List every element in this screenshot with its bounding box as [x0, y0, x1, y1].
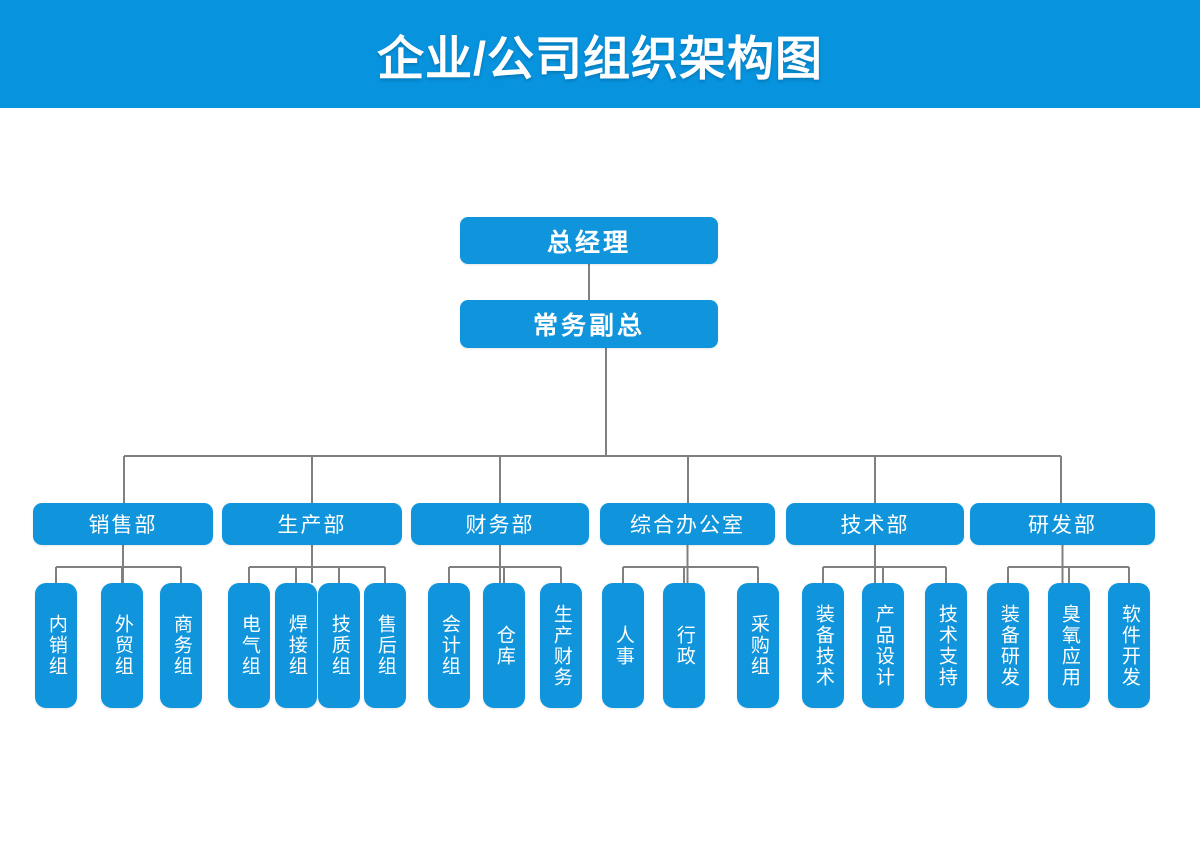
node-sales-foreign[interactable]: 外贸组: [101, 583, 143, 708]
node-tech-support[interactable]: 技术支持: [925, 583, 967, 708]
node-prod-quality-label: 技质组: [328, 614, 350, 677]
node-gm-label: 总经理: [546, 228, 631, 257]
node-off-admin[interactable]: 行政: [663, 583, 705, 708]
node-off-hr[interactable]: 人事: [602, 583, 644, 708]
node-prod-quality[interactable]: 技质组: [318, 583, 360, 708]
node-off-purchase-label: 采购组: [747, 614, 769, 677]
header-banner: [0, 0, 1200, 108]
node-finance[interactable]: 财务部: [411, 503, 589, 545]
node-finance-label: 财务部: [465, 514, 535, 537]
node-production-label: 生产部: [277, 514, 347, 537]
node-tech-product-label: 产品设计: [872, 603, 894, 688]
node-prod-aftersales-label: 售后组: [374, 614, 396, 677]
node-rnd[interactable]: 研发部: [970, 503, 1155, 545]
node-rnd-label: 研发部: [1028, 514, 1097, 537]
node-rnd-equipment[interactable]: 装备研发: [987, 583, 1029, 708]
node-sales-business[interactable]: 商务组: [160, 583, 202, 708]
node-tech-product[interactable]: 产品设计: [862, 583, 904, 708]
node-deputy[interactable]: 常务副总: [460, 300, 718, 348]
node-tech-equipment[interactable]: 装备技术: [802, 583, 844, 708]
node-technology-label: 技术部: [840, 514, 910, 537]
node-sales-domestic[interactable]: 内销组: [35, 583, 77, 708]
node-prod-welding-label: 焊接组: [285, 614, 307, 677]
node-gm[interactable]: 总经理: [460, 217, 718, 264]
node-rnd-equipment-label: 装备研发: [997, 603, 1019, 688]
node-rnd-ozone-label: 臭氧应用: [1058, 603, 1080, 688]
node-rnd-ozone[interactable]: 臭氧应用: [1048, 583, 1090, 708]
node-rnd-software-label: 软件开发: [1118, 603, 1140, 688]
node-fin-production-label: 生产财务: [550, 603, 572, 688]
node-off-purchase[interactable]: 采购组: [737, 583, 779, 708]
node-prod-aftersales[interactable]: 售后组: [364, 583, 406, 708]
node-fin-warehouse-label: 仓库: [493, 624, 515, 667]
node-sales[interactable]: 销售部: [33, 503, 213, 545]
page-title: 企业/公司组织架构图: [376, 31, 824, 85]
node-sales-business-label: 商务组: [170, 614, 192, 677]
node-prod-electric[interactable]: 电气组: [228, 583, 270, 708]
node-sales-label: 销售部: [88, 514, 158, 537]
node-technology[interactable]: 技术部: [786, 503, 964, 545]
node-office-label: 综合办公室: [630, 514, 745, 537]
node-off-hr-label: 人事: [612, 624, 634, 667]
node-prod-welding[interactable]: 焊接组: [275, 583, 317, 708]
node-off-admin-label: 行政: [673, 624, 695, 667]
node-office[interactable]: 综合办公室: [600, 503, 775, 545]
node-production[interactable]: 生产部: [222, 503, 402, 545]
node-rnd-software[interactable]: 软件开发: [1108, 583, 1150, 708]
node-tech-equipment-label: 装备技术: [812, 603, 834, 688]
node-sales-foreign-label: 外贸组: [111, 614, 133, 677]
node-fin-warehouse[interactable]: 仓库: [483, 583, 525, 708]
node-fin-accounting[interactable]: 会计组: [428, 583, 470, 708]
node-fin-accounting-label: 会计组: [438, 614, 460, 677]
node-tech-support-label: 技术支持: [935, 603, 957, 688]
node-prod-electric-label: 电气组: [238, 614, 260, 677]
node-sales-domestic-label: 内销组: [45, 614, 67, 677]
node-deputy-label: 常务副总: [532, 312, 645, 340]
node-fin-production[interactable]: 生产财务: [540, 583, 582, 708]
